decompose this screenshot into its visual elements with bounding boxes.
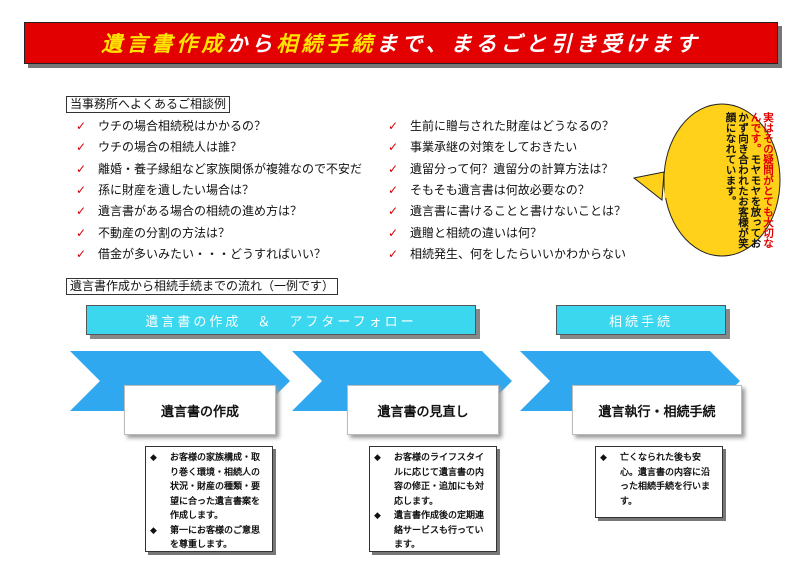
flow-section-label: 遺言書作成から相続手続までの流れ（一例です） [66,278,339,295]
diamond-bullet-icon: ◆ [150,525,157,536]
list-item: ✓遺言書がある場合の相続の進め方は？ [76,201,362,222]
step-box-review: 遺言書の見直し [347,385,499,435]
diamond-bullet-icon: ◆ [600,453,607,463]
banner-part3: 相続手続 [276,32,377,56]
banner-part4: まで、まるごと引き受けます [376,32,701,56]
check-icon: ✓ [76,161,87,176]
check-icon: ✓ [388,140,399,155]
check-icon: ✓ [76,225,87,240]
banner-part1: 遺言書作成 [101,32,227,56]
desc-item: ◆第一にお客様のご意思を尊重します。 [150,524,266,553]
check-icon: ✓ [76,119,87,134]
step-box-execution: 遺言執行・相続手続 [572,385,742,435]
bubble-text: 実はその疑問がとても大切なんです。モヤモヤを放っておかず向き合われたお客様が笑顔… [724,112,775,249]
list-item: ✓事業承継の対策をしておきたい [388,137,626,158]
list-item: ✓ウチの場合相続税はかかるの？ [76,116,362,137]
check-icon: ✓ [76,246,87,261]
list-item: ✓不動産の分割の方法は？ [76,222,362,243]
desc-item: ◆亡くなられた後も安心。遺言書の内容に沿った相続手続を行います。 [600,451,716,509]
list-item: ✓生前に贈与された財産はどうなるの？ [388,116,626,137]
diamond-bullet-icon: ◆ [150,453,157,463]
consult-section-label: 当事務所へよくあるご相談例 [66,96,231,113]
check-icon: ✓ [388,225,399,240]
check-icon: ✓ [388,183,399,198]
list-item: ✓相続発生、何をしたらいいかわからない [388,244,626,265]
check-icon: ✓ [388,246,399,261]
phase-header-inheritance: 相続手続 [556,305,726,335]
list-item: ✓離婚・養子縁組など家族関係が複雑なので不安だ [76,159,362,180]
check-icon: ✓ [76,183,87,198]
banner-part2: から [226,32,277,56]
phase-header-will: 遺言書の作成 ＆ アフターフォロー [86,305,476,335]
check-icon: ✓ [388,119,399,134]
diamond-bullet-icon: ◆ [374,511,381,521]
list-item: ✓遺留分って何？遺留分の計算方法は？ [388,159,626,180]
desc-item: ◆お客様のライフスタイルに応じて遺言書の内容の修正・追加にも対応します。 [374,451,490,509]
desc-box-create: ◆お客様の家族構成・取り巻く環境・相続人の状況・財産の種類・要望に合った遺言書案… [145,446,273,552]
speech-bubble-shape [632,103,781,257]
title-banner: 遺言書作成から相続手続まで、まるごと引き受けます [24,22,778,64]
desc-box-execution: ◆亡くなられた後も安心。遺言書の内容に沿った相続手続を行います。 [595,446,723,518]
list-item: ✓そもそも遺言書は何故必要なの？ [388,180,626,201]
list-item: ✓遺贈と相続の違いは何？ [388,222,626,243]
list-item: ✓借金が多いみたい・・・どうすればいい？ [76,244,362,265]
check-icon: ✓ [76,140,87,155]
check-icon: ✓ [76,204,87,219]
check-icon: ✓ [388,204,399,219]
list-item: ✓孫に財産を遺したい場合は？ [76,180,362,201]
list-item: ✓ウチの場合の相続人は誰？ [76,137,362,158]
left-question-list: ✓ウチの場合相続税はかかるの？ ✓ウチの場合の相続人は誰？ ✓離婚・養子縁組など… [76,116,362,265]
diamond-bullet-icon: ◆ [374,453,381,463]
speech-bubble [630,102,782,258]
desc-item: ◆遺言書作成後の定期連絡サービスも行っています。 [374,509,490,553]
right-question-list: ✓生前に贈与された財産はどうなるの？ ✓事業承継の対策をしておきたい ✓遺留分っ… [388,116,626,265]
list-item: ✓遺言書に書けることと書けないことは？ [388,201,626,222]
check-icon: ✓ [388,161,399,176]
step-box-create: 遺言書の作成 [124,385,276,435]
desc-box-review: ◆お客様のライフスタイルに応じて遺言書の内容の修正・追加にも対応します。 ◆遺言… [369,446,497,552]
desc-item: ◆お客様の家族構成・取り巻く環境・相続人の状況・財産の種類・要望に合った遺言書案… [150,451,266,524]
